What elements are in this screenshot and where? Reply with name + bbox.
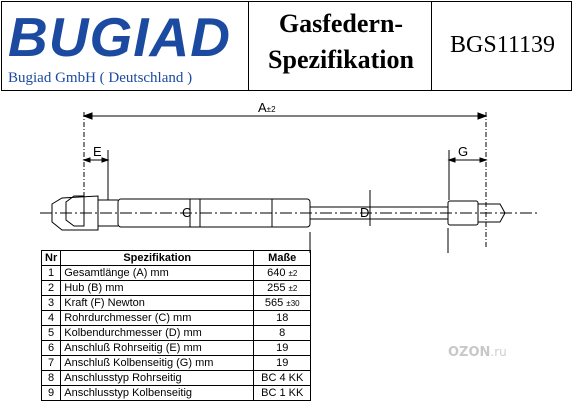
- row-value: BC 1 KK: [253, 385, 312, 401]
- col-header-value: Maße: [253, 250, 312, 266]
- row-value: 255 ±2: [253, 280, 312, 296]
- row-value-number: 8: [279, 326, 286, 339]
- document-title: Gasfedern- Spezifikation: [249, 6, 433, 78]
- row-value: 18: [253, 310, 312, 326]
- row-number: 4: [40, 310, 62, 326]
- left-end-fitting: [51, 195, 99, 231]
- row-value-number: 255: [267, 281, 286, 294]
- row-value-number: 565: [264, 296, 284, 309]
- label-G: G: [458, 144, 468, 159]
- row-number: 5: [40, 325, 62, 341]
- row-spec: Kraft (F) Newton: [60, 295, 255, 311]
- row-value-tolerance: ±2: [288, 268, 298, 278]
- row-spec: Hub (B) mm: [60, 280, 255, 296]
- logo-cell: BUGIAD Bugiad GmbH ( Deutschland ): [1, 1, 249, 91]
- row-value: 19: [253, 340, 312, 356]
- left-ball-socket: [65, 195, 85, 227]
- dim-A-arrow-right: [477, 112, 488, 120]
- row-value: 565 ±30: [253, 295, 312, 311]
- row-number: 3: [40, 295, 62, 311]
- row-value-number: 18: [276, 311, 289, 324]
- row-value-tolerance: ±2: [288, 283, 298, 293]
- dim-G-arrow-right: [479, 157, 488, 163]
- row-number: 8: [40, 370, 62, 386]
- row-number: 2: [40, 280, 62, 296]
- row-number: 1: [40, 265, 62, 281]
- row-spec: Kolbendurchmesser (D) mm: [60, 325, 255, 341]
- brand-logo: BUGIAD: [8, 6, 231, 68]
- row-value: 640 ±2: [253, 265, 312, 281]
- watermark-brand: OZON: [448, 345, 491, 360]
- row-spec: Rohrdurchmesser (C) mm: [60, 310, 255, 326]
- col-header-spec: Spezifikation: [60, 250, 255, 266]
- row-value: 19: [253, 355, 312, 371]
- row-value-number: 19: [276, 341, 289, 354]
- title-line-2: Spezifikation: [268, 45, 414, 74]
- dim-E-arrow-left: [82, 157, 91, 163]
- label-E: E: [93, 144, 102, 159]
- company-name: Bugiad GmbH ( Deutschland ): [8, 70, 193, 86]
- table-header-row: Nr Spezifikation Maße: [40, 250, 312, 266]
- dim-E-arrow-right: [101, 157, 110, 163]
- row-spec: Anschlusstyp Rohrseitig: [60, 370, 255, 386]
- row-spec: Gesamtlänge (A) mm: [60, 265, 255, 281]
- code-cell: BGS11139: [431, 1, 572, 91]
- watermark-suffix: .ru: [490, 345, 507, 359]
- col-header-nr: Nr: [40, 250, 62, 266]
- row-value: 8: [253, 325, 312, 341]
- title-cell: Gasfedern- Spezifikation: [248, 1, 432, 91]
- label-D: D: [360, 205, 369, 220]
- dim-A-arrow-left: [82, 112, 93, 120]
- part-code: BGS11139: [450, 32, 555, 58]
- row-number: 7: [40, 355, 62, 371]
- row-spec: Anschluß Rohrseitig (E) mm: [60, 340, 255, 356]
- cylinder-tube: [117, 198, 311, 228]
- row-value: BC 4 KK: [253, 370, 312, 386]
- row-number: 9: [40, 385, 62, 401]
- right-ball-socket: [477, 203, 506, 223]
- row-number: 6: [40, 340, 62, 356]
- title-line-1: Gasfedern-: [278, 9, 404, 38]
- gas-spring-drawing: A±2 E G C D B±2: [40, 100, 540, 253]
- row-value-tolerance: ±30: [286, 298, 300, 308]
- header: BUGIAD Bugiad GmbH ( Deutschland ) Gasfe…: [0, 0, 573, 93]
- label-A: A±2: [258, 100, 276, 115]
- row-value-number: 640: [267, 266, 286, 279]
- row-spec: Anschluß Kolbenseitig (G) mm: [60, 355, 255, 371]
- label-C: C: [182, 205, 191, 220]
- row-value-number: BC 1 KK: [261, 386, 304, 399]
- row-spec: Anschlusstyp Kolbenseitig: [60, 385, 255, 401]
- dim-G-arrow-left: [447, 157, 456, 163]
- row-value-number: BC 4 KK: [261, 371, 304, 384]
- row-value-number: 19: [276, 356, 289, 369]
- watermark: OZON.ru: [448, 345, 507, 360]
